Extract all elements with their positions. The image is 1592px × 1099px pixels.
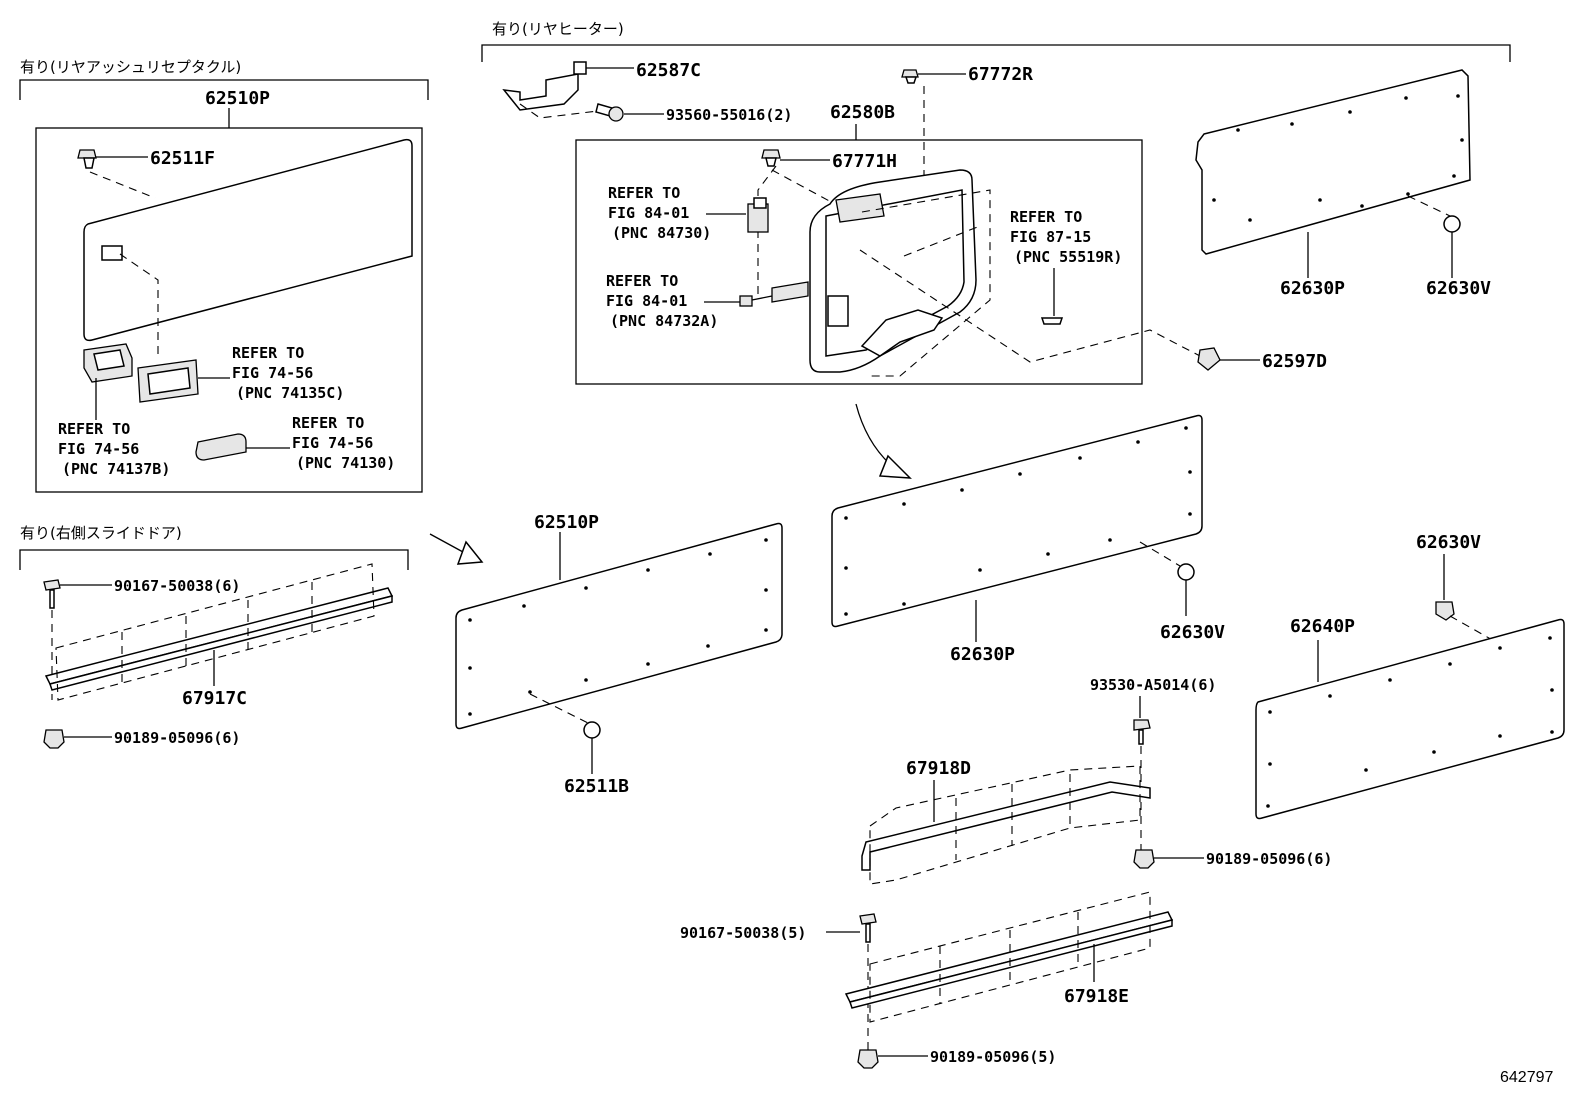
bracket-rear-heater: [481, 44, 1511, 62]
part-90189-05096-6-left: 90189-05096(6): [114, 729, 240, 747]
svg-text:REFER TO: REFER TO: [232, 344, 304, 362]
svg-text:REFER TO: REFER TO: [606, 272, 678, 290]
scuff-plate-67917C: [44, 587, 394, 691]
panel-62640P: [1255, 618, 1565, 820]
bracket-62587C-icon: [502, 61, 587, 111]
svg-text:(PNC 55519R): (PNC 55519R): [1014, 248, 1122, 266]
clip-62630V-right-icon: [1435, 601, 1455, 621]
part-62630V-right: 62630V: [1416, 532, 1481, 553]
bolt-93560-icon: [595, 103, 624, 122]
part-62510P-top: 62510P: [205, 88, 270, 109]
part-90189-05096-5: 90189-05096(5): [930, 1048, 1056, 1066]
heater-cover-panel: [809, 169, 977, 373]
part-67917C: 67917C: [182, 688, 247, 709]
ref-84730: REFER TO FIG 84-01 (PNC 84730): [608, 184, 711, 242]
part-62630P-mid: 62630P: [950, 644, 1015, 665]
ref-55519R: REFER TO FIG 87-15 (PNC 55519R): [1010, 208, 1122, 266]
part-62630V-mid: 62630V: [1160, 622, 1225, 643]
screw-90167-6-left-icon: [43, 579, 61, 609]
ref-84732A: REFER TO FIG 84-01 (PNC 84732A): [606, 272, 718, 330]
ref-74137B: REFER TO FIG 74-56 (PNC 74137B): [58, 420, 170, 478]
svg-text:(PNC 84732A): (PNC 84732A): [610, 312, 718, 330]
ashtray-insert-icon: [137, 359, 199, 403]
part-62511B: 62511B: [564, 776, 629, 797]
svg-text:(PNC 74130): (PNC 74130): [296, 454, 395, 472]
panel-62630P-middle: [831, 414, 1203, 628]
ref-74130: REFER TO FIG 74-56 (PNC 74130): [292, 414, 395, 472]
svg-text:FIG 74-56: FIG 74-56: [232, 364, 313, 382]
header-rear-ashtray: 有り(リヤアッシュリセプタクル): [20, 58, 241, 76]
part-62511F: 62511F: [150, 148, 215, 169]
scuff-plate-67918E: [844, 911, 1174, 1009]
part-62630P-top: 62630P: [1280, 278, 1345, 299]
svg-text:(PNC 74135C): (PNC 74135C): [236, 384, 344, 402]
ashtray-cover-icon: [195, 433, 247, 461]
part-62580B: 62580B: [830, 102, 895, 123]
clip-90189-5-icon: [857, 1049, 879, 1069]
screw-93530-icon: [1133, 719, 1151, 745]
part-90167-50038-6: 90167-50038(6): [114, 577, 240, 595]
switch-connector-icon: [747, 197, 769, 233]
clip-90189-6-left-icon: [43, 729, 65, 749]
svg-text:REFER TO: REFER TO: [292, 414, 364, 432]
cap-62630V-mid-icon: [1177, 563, 1195, 581]
part-93560-55016: 93560-55016(2): [666, 106, 792, 124]
cap-62511B-icon: [583, 721, 601, 739]
clip-90189-6-right-icon: [1133, 849, 1155, 869]
part-62597D: 62597D: [1262, 351, 1327, 372]
part-67918E: 67918E: [1064, 986, 1129, 1007]
part-62630V-top: 62630V: [1426, 278, 1491, 299]
clip-67771H-icon: [761, 149, 781, 167]
panel-62510P-middle: [455, 522, 783, 730]
svg-text:REFER TO: REFER TO: [608, 184, 680, 202]
header-rear-heater: 有り(リヤヒーター): [492, 20, 624, 38]
grommet-55519R-icon: [1040, 317, 1064, 325]
svg-text:(PNC 84730): (PNC 84730): [612, 224, 711, 242]
part-67918D: 67918D: [906, 758, 971, 779]
scuff-plate-67918D: [861, 781, 1151, 871]
svg-text:FIG 84-01: FIG 84-01: [606, 292, 687, 310]
trim-panel-upper: [83, 138, 413, 342]
svg-text:REFER TO: REFER TO: [1010, 208, 1082, 226]
part-62587C: 62587C: [636, 60, 701, 81]
bracket-right-slide-door: [19, 549, 409, 570]
svg-text:(PNC 74137B): (PNC 74137B): [62, 460, 170, 478]
part-62640P: 62640P: [1290, 616, 1355, 637]
ashtray-housing-icon: [83, 343, 133, 383]
svg-text:REFER TO: REFER TO: [58, 420, 130, 438]
cap-62630V-top-icon: [1443, 215, 1461, 233]
part-67771H: 67771H: [832, 151, 897, 172]
ref-74135C: REFER TO FIG 74-56 (PNC 74135C): [232, 344, 344, 402]
box-rear-heater: [575, 139, 1143, 385]
part-90189-05096-6-right: 90189-05096(6): [1206, 850, 1332, 868]
figure-number: 642797: [1500, 1069, 1553, 1086]
part-62510P-mid: 62510P: [534, 512, 599, 533]
part-67772R: 67772R: [968, 64, 1033, 85]
svg-text:FIG 74-56: FIG 74-56: [292, 434, 373, 452]
panel-62630P-upper: [1195, 69, 1471, 255]
svg-text:FIG 74-56: FIG 74-56: [58, 440, 139, 458]
svg-text:FIG 87-15: FIG 87-15: [1010, 228, 1091, 246]
part-90167-50038-5: 90167-50038(5): [680, 924, 806, 942]
bracket-rear-ashtray: [19, 79, 429, 100]
clip-62511F-icon: [77, 149, 97, 169]
wire-harness-icon: [739, 281, 809, 307]
clip-67772R-icon: [901, 69, 919, 84]
svg-text:FIG 84-01: FIG 84-01: [608, 204, 689, 222]
part-93530-A5014: 93530-A5014(6): [1090, 676, 1216, 694]
header-right-slide-door: 有り(右側スライドドア): [20, 524, 182, 542]
screw-90167-5-icon: [859, 913, 877, 943]
clip-62597D-icon: [1197, 347, 1221, 371]
